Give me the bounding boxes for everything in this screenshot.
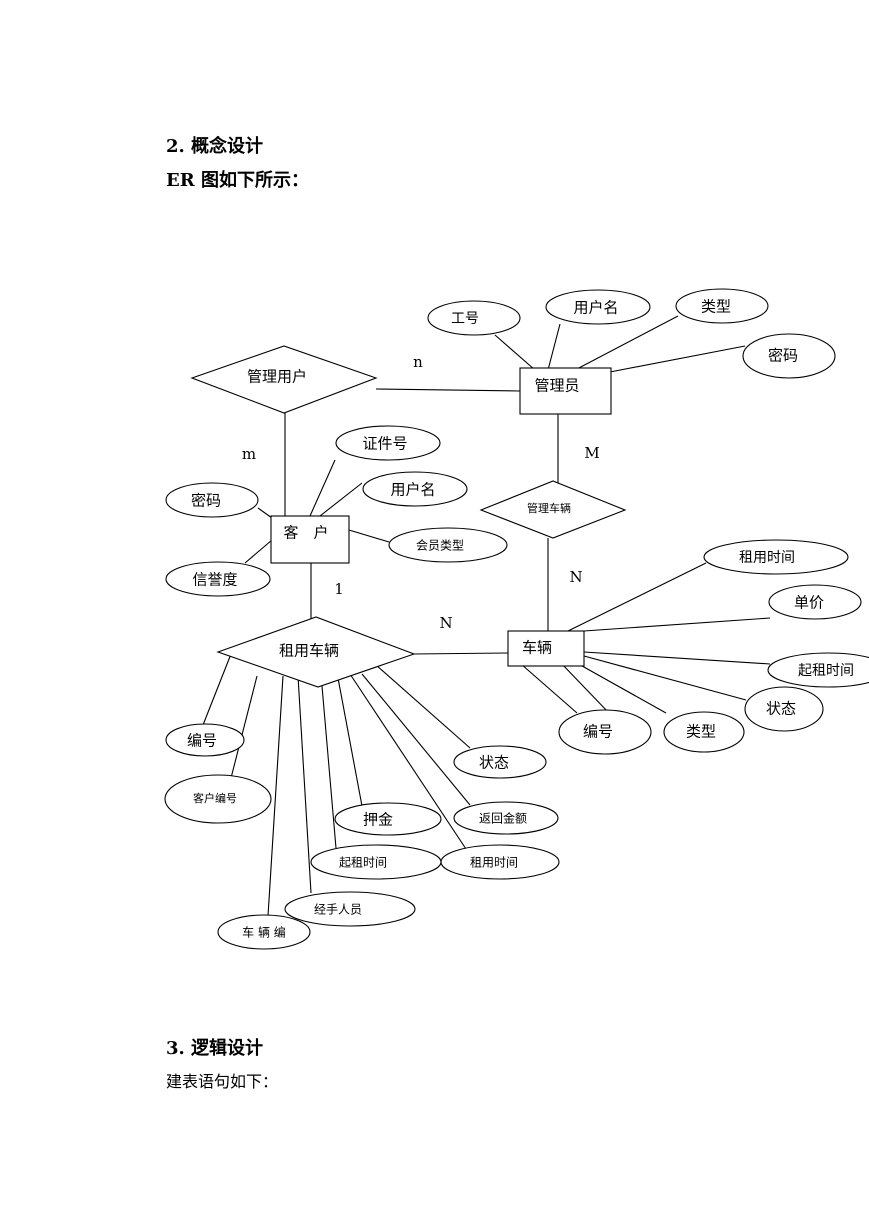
entity-vehicle-label: 车辆 (522, 639, 552, 657)
section-3-text: 建表语句如下： (166, 1072, 279, 1091)
cardinality-customer-manage-user: m (242, 445, 256, 463)
section-3-heading: 3. 逻辑设计 (166, 1038, 264, 1059)
relationship-rent-vehicle: 租用车辆 (216, 616, 416, 688)
attr-rent-customerid: 客户编号 (164, 774, 272, 824)
attr-rent-deposit: 押金 (334, 802, 442, 836)
attr-rent-renttime-label: 租用时间 (470, 856, 518, 870)
entity-customer: 客 户 (270, 515, 350, 564)
entity-admin-label: 管理员 (534, 377, 579, 395)
cardinality-vehicle-manage-vehicle: N (569, 568, 582, 586)
relationship-manage-user: 管理用户 (190, 345, 378, 414)
attr-admin-password-label: 密码 (768, 347, 798, 365)
er-connectors (202, 315, 771, 917)
attr-rent-handler-label: 经手人员 (314, 903, 362, 917)
relationship-rent-vehicle-label: 租用车辆 (279, 642, 339, 660)
attr-admin-password: 密码 (742, 333, 836, 379)
attr-rent-handler: 经手人员 (284, 891, 416, 927)
attr-vehicle-status-label: 状态 (766, 700, 796, 718)
relationship-manage-user-label: 管理用户 (247, 368, 307, 386)
attr-customer-password-label: 密码 (191, 492, 221, 510)
attr-rent-refund-label: 返回金额 (479, 811, 527, 826)
attr-customer-password: 密码 (165, 482, 259, 518)
attr-vehicle-id: 编号 (558, 709, 652, 755)
attr-rent-starttime-label: 起租时间 (339, 856, 387, 870)
attr-admin-type-label: 类型 (701, 298, 731, 316)
attr-vehicle-price-label: 单价 (794, 594, 824, 612)
attr-customer-username-label: 用户名 (390, 481, 435, 499)
attr-admin-username-label: 用户名 (573, 299, 618, 317)
attr-vehicle-starttime-label: 起租时间 (798, 663, 854, 679)
attr-rent-refund: 返回金额 (453, 801, 559, 835)
relationship-manage-vehicle-label: 管理车辆 (527, 501, 571, 515)
attr-rent-deposit-label: 押金 (363, 811, 393, 829)
attr-vehicle-renttime-label: 租用时间 (739, 550, 795, 566)
attr-admin-id: 工号 (427, 300, 521, 336)
entity-customer-label: 客 户 (283, 524, 328, 542)
relationship-manage-vehicle: 管理车辆 (479, 480, 627, 539)
attr-vehicle-type: 类型 (663, 711, 745, 753)
attr-customer-credit-label: 信誉度 (192, 571, 237, 589)
cardinality-admin-manage-user: n (413, 353, 423, 371)
attr-vehicle-price: 单价 (768, 584, 862, 620)
attr-admin-type: 类型 (675, 288, 769, 324)
attr-rent-vehicleid: 车 辆 编 (217, 914, 311, 950)
cardinality-vehicle-rent: N (439, 614, 452, 632)
attr-rent-id-label: 编号 (187, 732, 217, 750)
attr-vehicle-starttime: 起租时间 (767, 652, 869, 688)
attr-customer-idno-label: 证件号 (362, 435, 407, 453)
attr-customer-membertype: 会员类型 (388, 527, 508, 563)
entity-vehicle: 车辆 (507, 630, 585, 667)
attr-admin-username: 用户名 (545, 289, 651, 325)
attr-rent-customerid-label: 客户编号 (193, 791, 237, 805)
cardinality-customer-rent: 1 (334, 580, 344, 598)
attr-admin-id-label: 工号 (451, 311, 479, 327)
entity-admin: 管理员 (519, 367, 612, 415)
attr-rent-status-label: 状态 (479, 754, 509, 772)
attr-rent-status: 状态 (453, 745, 547, 779)
attr-rent-vehicleid-label: 车 辆 编 (242, 925, 286, 940)
attr-customer-idno: 证件号 (335, 425, 441, 461)
attr-customer-membertype-label: 会员类型 (416, 539, 464, 553)
attr-vehicle-renttime: 租用时间 (703, 539, 849, 575)
attr-customer-credit: 信誉度 (165, 561, 271, 597)
attr-customer-username: 用户名 (362, 471, 468, 507)
attr-vehicle-status: 状态 (744, 686, 824, 732)
cardinality-admin-manage-vehicle: M (584, 444, 599, 462)
attr-rent-starttime: 起租时间 (310, 844, 442, 880)
attr-rent-id: 编号 (165, 723, 245, 757)
section-2-heading: 2. 概念设计 (166, 136, 264, 157)
er-diagram-caption: ER 图如下所示： (166, 170, 309, 191)
attr-rent-renttime: 租用时间 (440, 844, 560, 880)
attr-vehicle-id-label: 编号 (583, 723, 613, 741)
attr-vehicle-type-label: 类型 (686, 723, 716, 741)
